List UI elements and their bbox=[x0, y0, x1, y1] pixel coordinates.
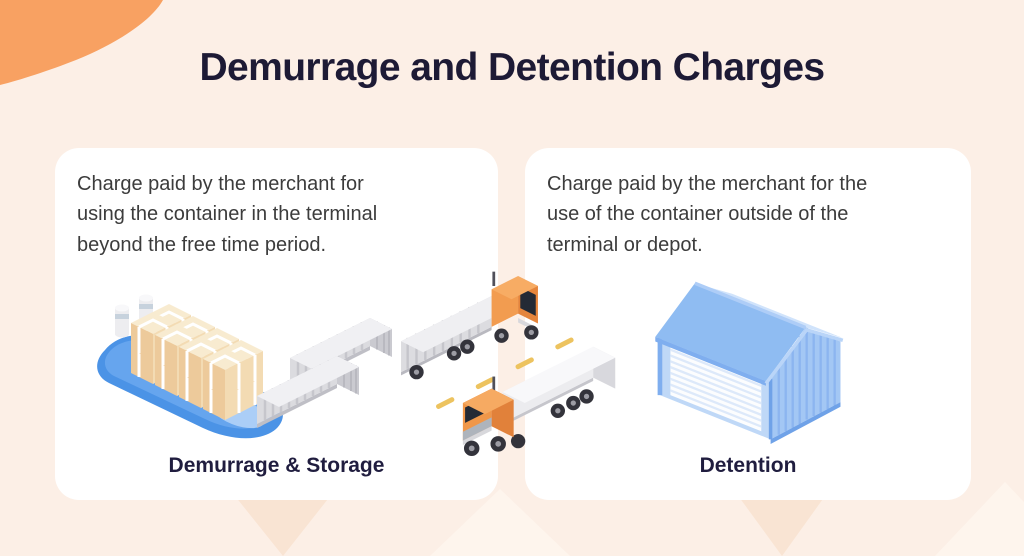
warehouse-icon bbox=[655, 281, 844, 445]
shipping-containers-icon bbox=[257, 318, 392, 428]
page-title: Demurrage and Detention Charges bbox=[199, 46, 825, 89]
smokestack-icon bbox=[115, 304, 129, 338]
truck-icon bbox=[462, 346, 616, 457]
trucks-illustration bbox=[401, 271, 616, 457]
corner-accent-shape bbox=[0, 0, 163, 85]
demurrage-description: Charge paid by the merchant for using th… bbox=[77, 173, 378, 256]
demurrage-label: Demurrage & Storage bbox=[168, 454, 385, 477]
cargo-ship-icon bbox=[97, 294, 283, 439]
truck-icon bbox=[401, 271, 539, 380]
warehouse-illustration bbox=[655, 281, 844, 445]
detention-description: Charge paid by the merchant for the use … bbox=[547, 173, 868, 256]
detention-label: Detention bbox=[699, 454, 797, 477]
road-dashes-icon bbox=[436, 337, 574, 409]
demurrage-card: Charge paid by the merchant for using th… bbox=[55, 148, 498, 500]
port-illustration bbox=[97, 294, 392, 439]
